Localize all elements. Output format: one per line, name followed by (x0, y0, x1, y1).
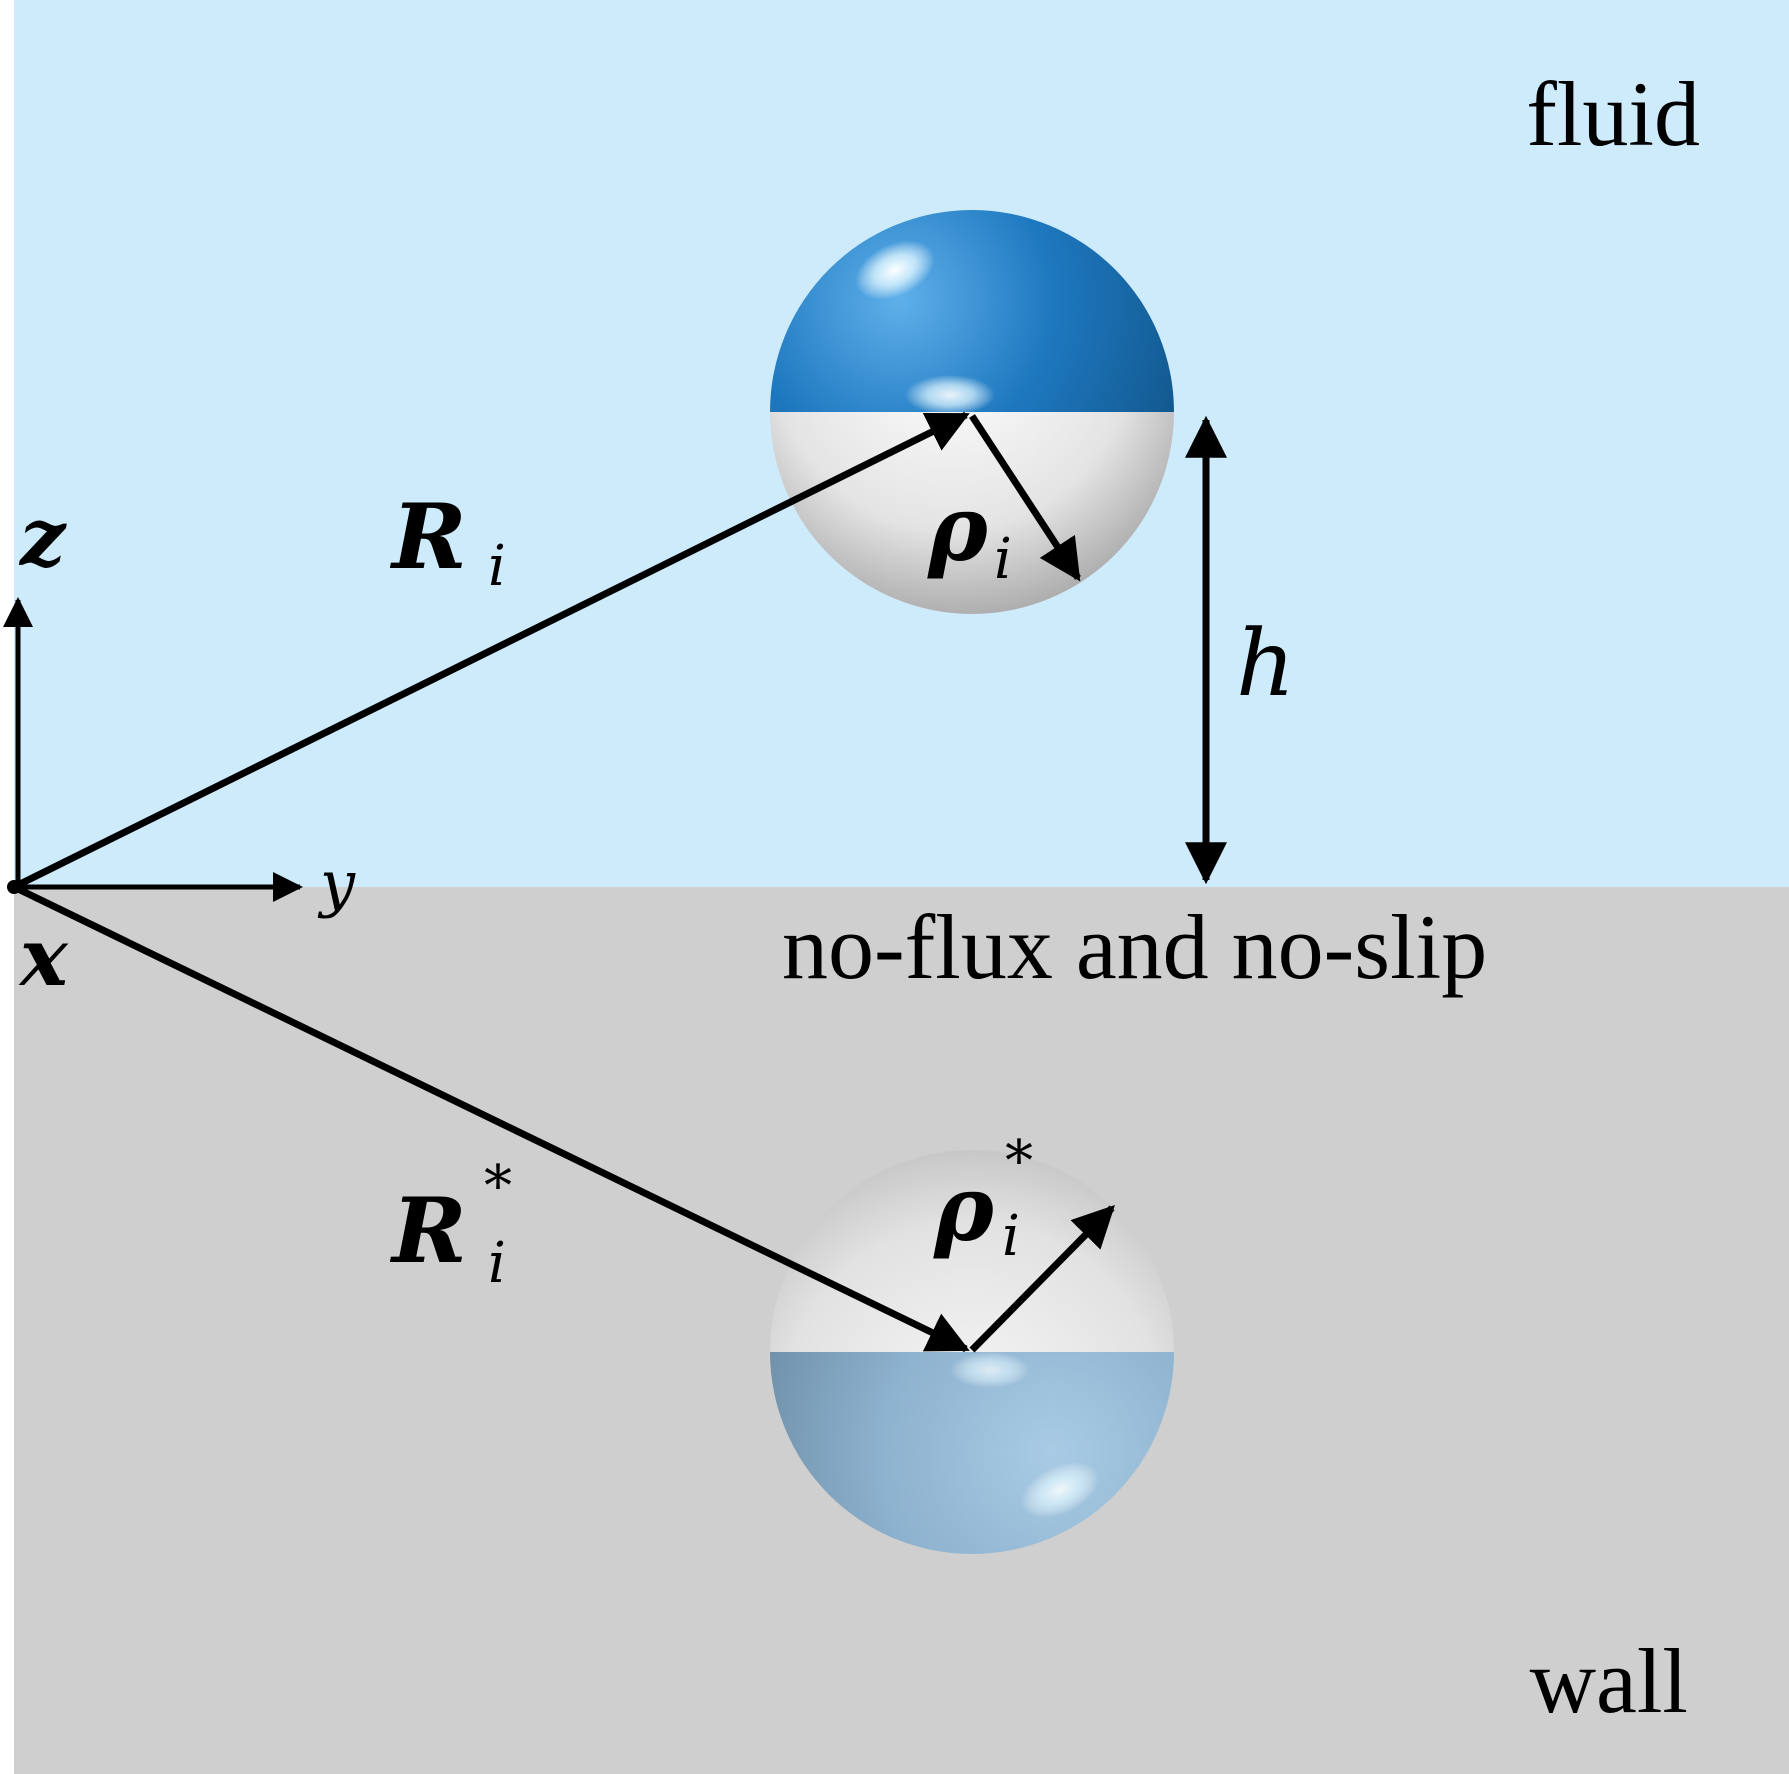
image-orientation-vector-label: ρ i * (933, 1129, 1033, 1269)
wall-label: wall (1530, 1630, 1688, 1732)
height-label: h (1236, 610, 1295, 717)
orientation-vector-arrow (969, 414, 1081, 582)
boundary-label: no-flux and no-slip (782, 896, 1487, 998)
svg-text:i: i (488, 534, 506, 599)
svg-text:i: i (1002, 1204, 1020, 1269)
svg-text:i: i (488, 1231, 506, 1296)
image-position-vector-label: R i * (389, 1154, 512, 1296)
image-position-vector-arrow (12, 883, 970, 1353)
position-vector-label: R i (389, 484, 506, 599)
fluid-label: fluid (1526, 63, 1700, 165)
z-axis-label: z (18, 490, 67, 584)
x-axis-label: x (18, 910, 69, 1004)
svg-text:R: R (389, 484, 467, 590)
svg-text:ρ: ρ (927, 476, 989, 582)
image-orientation-vector-arrow (969, 1205, 1115, 1353)
orientation-vector-label: ρ i (927, 476, 1012, 592)
y-axis-label: y (317, 847, 356, 920)
svg-text:*: * (484, 1154, 512, 1219)
position-vector-arrow (12, 411, 970, 891)
svg-text:*: * (1005, 1129, 1033, 1194)
svg-text:i: i (994, 527, 1012, 592)
svg-text:R: R (389, 1178, 467, 1284)
svg-text:ρ: ρ (933, 1156, 995, 1262)
